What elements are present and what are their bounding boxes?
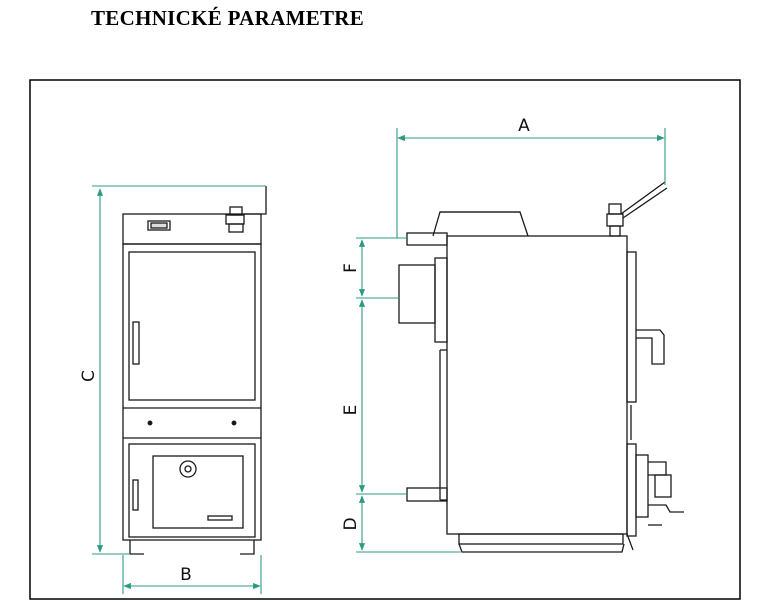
upper-door bbox=[128, 251, 256, 401]
air-damper bbox=[179, 460, 197, 478]
control-display bbox=[147, 220, 171, 231]
lower-door bbox=[128, 443, 256, 538]
lower-door-handle bbox=[132, 479, 139, 511]
label-b: B bbox=[180, 565, 192, 585]
boiler-side-view bbox=[398, 181, 684, 553]
drawing-frame bbox=[29, 79, 741, 600]
label-c: C bbox=[79, 370, 99, 382]
ash-door bbox=[152, 455, 244, 529]
label-f: F bbox=[341, 263, 361, 273]
inlet-pipe bbox=[406, 487, 448, 502]
label-e: E bbox=[341, 405, 361, 416]
label-d: D bbox=[341, 517, 361, 530]
outlet-pipe bbox=[406, 232, 448, 246]
page-title: TECHNICKÉ PARAMETRE bbox=[91, 6, 365, 30]
flue-outlet bbox=[398, 264, 436, 324]
upper-door-handle bbox=[132, 321, 140, 365]
boiler-front-view bbox=[122, 186, 267, 555]
label-a: A bbox=[518, 116, 530, 136]
